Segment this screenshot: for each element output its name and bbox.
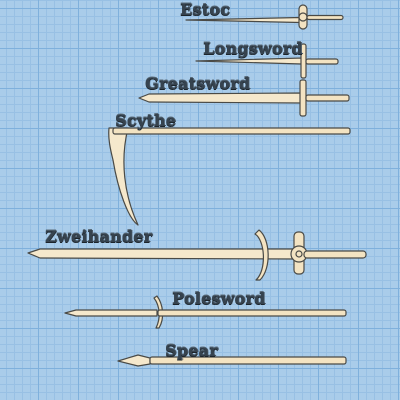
greatsword-label: Greatsword <box>145 74 251 93</box>
estoc-label: Estoc <box>180 0 231 19</box>
zweihander-grip <box>303 250 367 259</box>
longsword-label: Longsword <box>203 39 303 58</box>
polesword-label: Polesword <box>172 289 266 308</box>
zweihander-blade <box>27 248 298 260</box>
estoc-grip <box>306 14 344 21</box>
estoc-model[interactable] <box>185 4 344 30</box>
estoc-guard-ring <box>298 12 308 22</box>
spear-model[interactable] <box>117 354 347 367</box>
longsword-grip <box>305 58 339 65</box>
greatsword-blade <box>138 92 303 104</box>
zweihander-label: Zweihander <box>45 227 153 246</box>
polesword-model[interactable] <box>64 295 347 329</box>
polesword-guard <box>153 295 164 329</box>
scythe-model[interactable] <box>108 127 351 226</box>
spear-label: Spear <box>165 341 218 360</box>
greatsword-crossguard <box>299 79 307 117</box>
greatsword-model[interactable] <box>138 79 350 117</box>
greatsword-grip <box>305 94 350 102</box>
scythe-blade <box>108 127 139 226</box>
zweihander-guard-ring-inner <box>295 250 303 258</box>
spear-head <box>117 354 151 367</box>
spear-shaft <box>149 356 347 365</box>
scythe-shaft <box>112 127 351 135</box>
longsword-blade <box>195 57 303 65</box>
zweihander-parrying-hooks <box>254 229 269 281</box>
polesword-blade <box>64 309 158 317</box>
scythe-label: Scythe <box>115 111 176 130</box>
zweihander-model[interactable] <box>27 229 367 281</box>
longsword-model[interactable] <box>195 43 339 79</box>
polesword-shaft <box>157 309 347 317</box>
